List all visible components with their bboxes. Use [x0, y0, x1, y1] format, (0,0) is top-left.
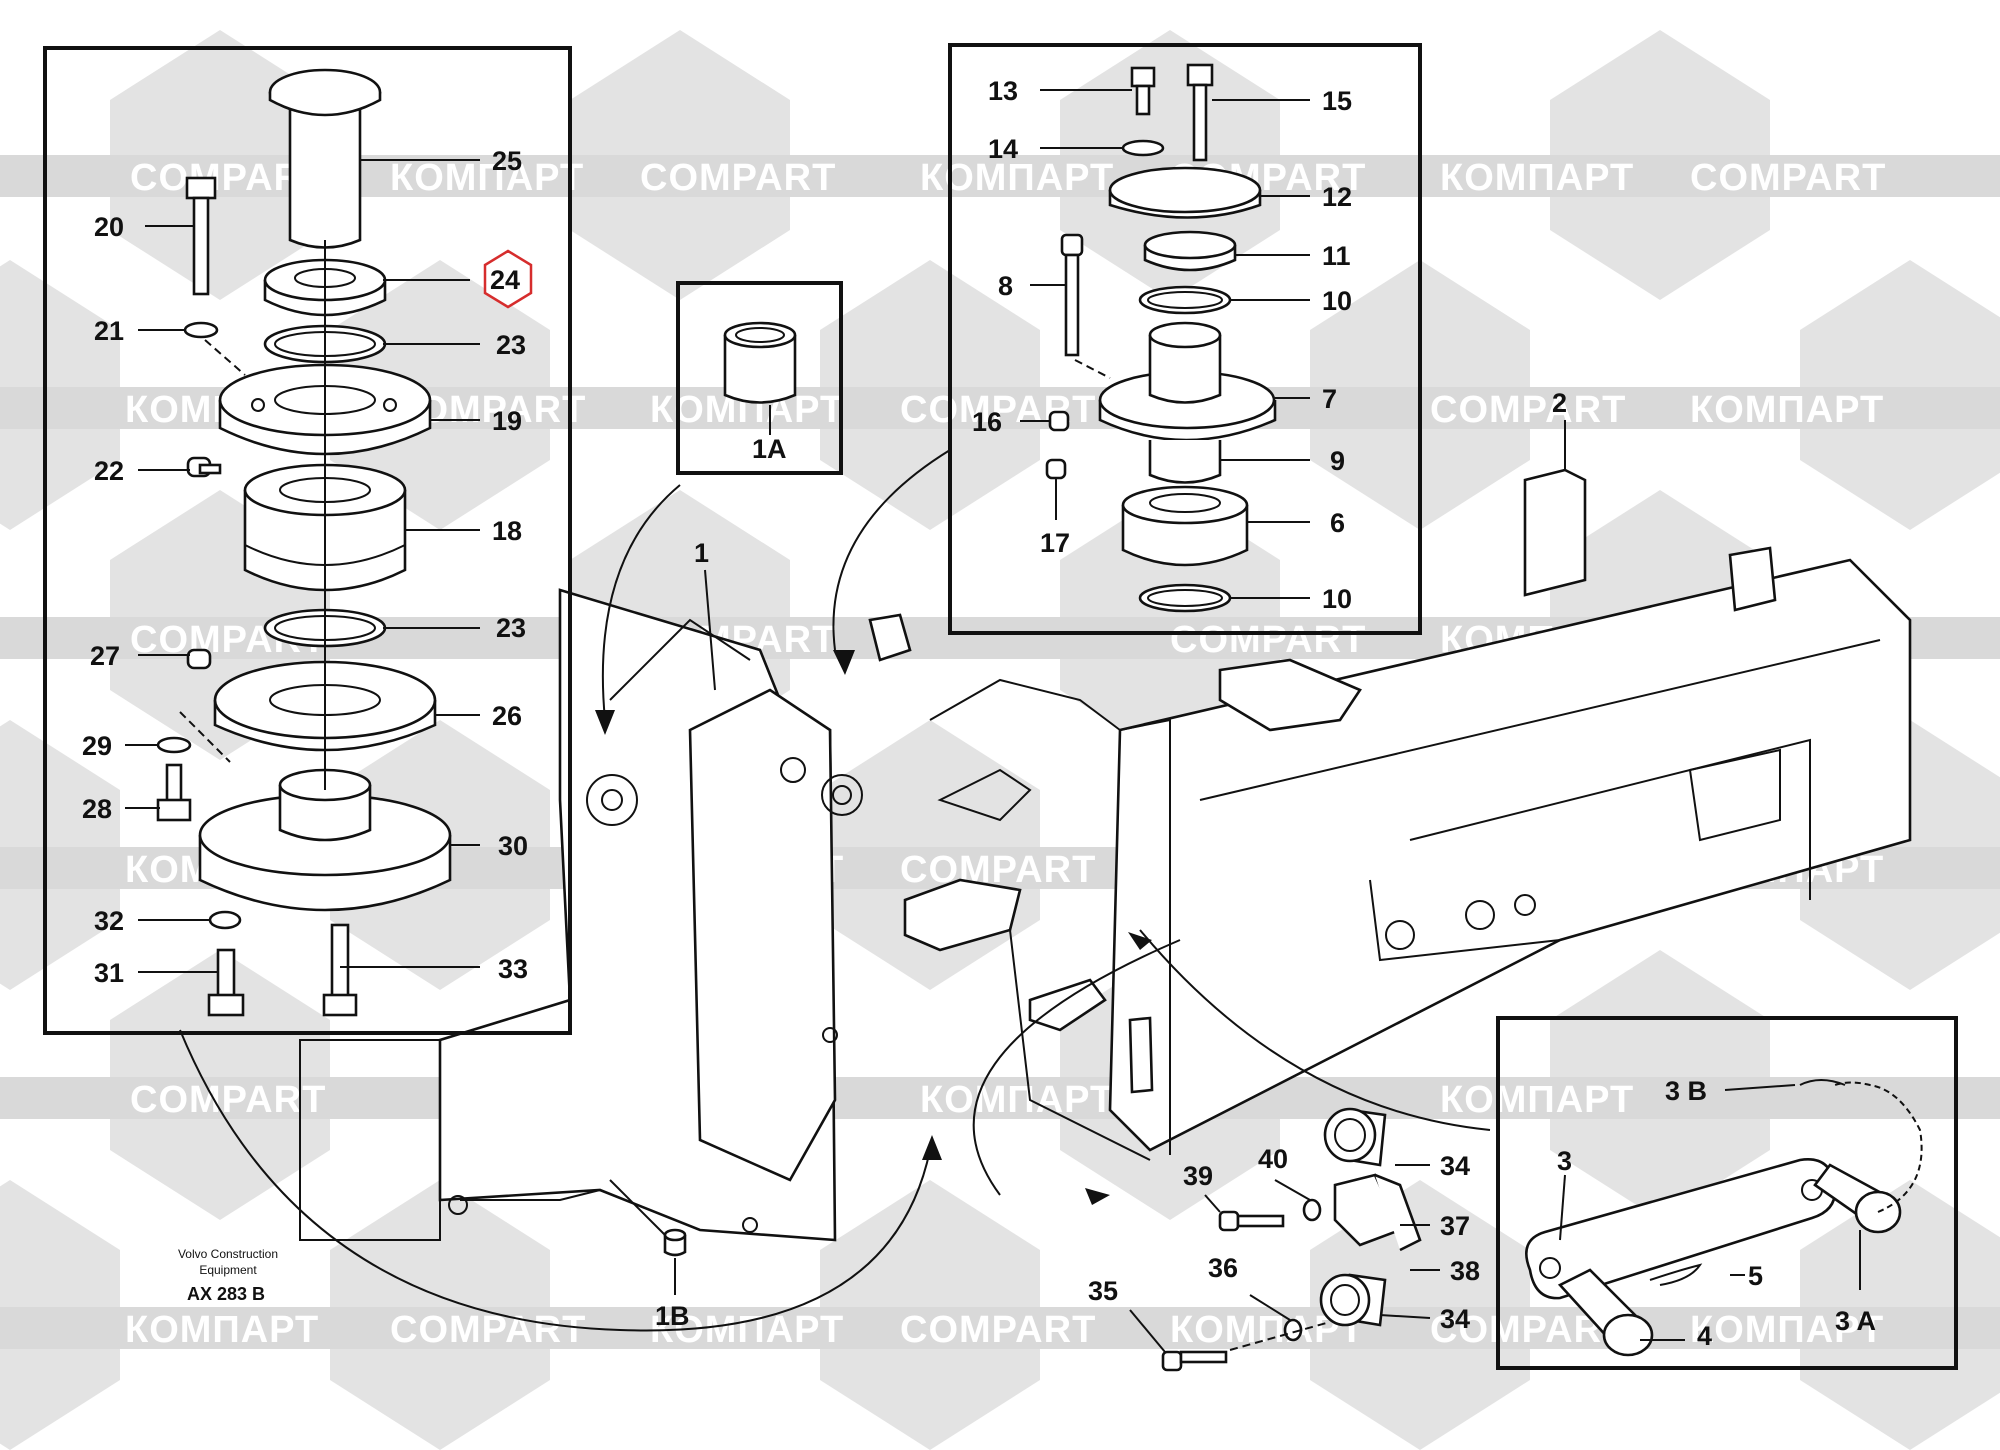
- callout-27: 27: [90, 641, 120, 671]
- center-axis: [179, 240, 326, 790]
- svg-text:КОМПАРТ: КОМПАРТ: [125, 1309, 319, 1351]
- callout-38: 38: [1450, 1256, 1480, 1286]
- callout-3b: 3 B: [1665, 1076, 1707, 1106]
- callout-18: 18: [492, 516, 522, 546]
- callout-34-lower: 34: [1440, 1304, 1470, 1334]
- callout-20: 20: [94, 212, 124, 242]
- svg-text:COMPART: COMPART: [900, 849, 1096, 891]
- bushing-1b: [663, 1228, 687, 1257]
- callout-23-lower: 23: [496, 613, 526, 643]
- callout-19: 19: [492, 406, 522, 436]
- callout-5: 5: [1748, 1261, 1763, 1291]
- svg-text:COMPART: COMPART: [640, 157, 836, 199]
- callout-29: 29: [82, 731, 112, 761]
- callout-28: 28: [82, 794, 112, 824]
- detail-box-left: 25 20 24 21 23 19 22 18 23 27 26 29 28 3…: [43, 46, 572, 1035]
- pin-25: [268, 68, 382, 249]
- highlight-hexagon: [483, 249, 533, 309]
- callout-22: 22: [94, 456, 124, 486]
- bolt-20: [183, 176, 219, 339]
- lower-parts-cluster: 39 40 34 37 38 36 35 34: [1088, 1107, 1480, 1372]
- svg-text:КОМПАРТ: КОМПАРТ: [920, 1079, 1114, 1121]
- callout-11: 11: [1322, 241, 1351, 271]
- svg-text:COMPART: COMPART: [1430, 389, 1626, 431]
- callout-1: 1: [694, 538, 709, 568]
- svg-text:COMPART: COMPART: [130, 1079, 326, 1121]
- svg-text:КОМПАРТ: КОМПАРТ: [1440, 1079, 1634, 1121]
- callout-3: 3: [1557, 1146, 1572, 1176]
- hub-30: [198, 768, 452, 912]
- bolt-28: [156, 736, 192, 822]
- callout-1b: 1B: [655, 1301, 690, 1331]
- callout-21: 21: [94, 316, 124, 346]
- detail-box-lower-right: 3 B 3 5 3 A 4: [1496, 1016, 1958, 1370]
- callout-35: 35: [1088, 1276, 1118, 1306]
- callout-30: 30: [498, 831, 528, 861]
- big-arcs: [179, 449, 1491, 1332]
- callout-34-upper: 34: [1440, 1151, 1470, 1181]
- callout-8: 8: [998, 271, 1013, 301]
- rear-frame-drawing: [868, 468, 1912, 1161]
- callout-15: 15: [1322, 86, 1352, 116]
- svg-text:COMPART: COMPART: [1690, 157, 1886, 199]
- caption-line-1: Volvo Construction: [178, 1247, 278, 1261]
- callout-3a: 3 A: [1835, 1306, 1876, 1336]
- svg-text:КОМПАРТ: КОМПАРТ: [1690, 1309, 1884, 1351]
- callout-39: 39: [1183, 1161, 1213, 1191]
- front-frame-drawing: [299, 588, 863, 1242]
- bolt-31-33: [207, 910, 358, 1017]
- bolt-27: [186, 648, 212, 670]
- watermark-layer: COMPART КОМПАРТ COMPART КОМПАРТ COMPART …: [0, 30, 2000, 1450]
- callout-10-lower: 10: [1322, 584, 1352, 614]
- callout-32: 32: [94, 906, 124, 936]
- svg-text:COMPART: COMPART: [900, 1309, 1096, 1351]
- svg-text:КОМПАРТ: КОМПАРТ: [1690, 389, 1884, 431]
- callout-13: 13: [988, 76, 1018, 106]
- callout-14: 14: [988, 134, 1018, 164]
- svg-text:КОМПАРТ: КОМПАРТ: [920, 157, 1114, 199]
- caption-block: Volvo Construction Equipment AX 283 B: [178, 1247, 278, 1304]
- svg-text:КОМПАРТ: КОМПАРТ: [390, 157, 584, 199]
- callout-16: 16: [972, 407, 1002, 437]
- callout-23-upper: 23: [496, 330, 526, 360]
- detail-box-1a: 1A: [676, 281, 843, 475]
- detail-box-upper-right: 13 15 14 12 11 8 10 7 16 9 17 6 10: [948, 43, 1422, 635]
- callout-6: 6: [1330, 508, 1345, 538]
- callout-10-upper: 10: [1322, 286, 1352, 316]
- drawing-code: AX 283 B: [187, 1284, 265, 1304]
- callout-33: 33: [498, 954, 528, 984]
- callout-17: 17: [1040, 528, 1070, 558]
- callout-37: 37: [1440, 1211, 1470, 1241]
- callout-36: 36: [1208, 1253, 1238, 1283]
- callout-9: 9: [1330, 446, 1345, 476]
- svg-text:COMPART: COMPART: [390, 1309, 586, 1351]
- caption-line-2: Equipment: [199, 1263, 257, 1277]
- callout-2: 2: [1552, 388, 1567, 418]
- callout-4: 4: [1697, 1321, 1712, 1351]
- frame-labels: 1 2 1B: [609, 388, 1567, 1331]
- svg-text:КОМПАРТ: КОМПАРТ: [1440, 157, 1634, 199]
- callout-1a: 1A: [752, 434, 787, 464]
- callout-24: 24: [490, 265, 520, 295]
- callout-26: 26: [492, 701, 522, 731]
- leaders-left: [125, 159, 480, 973]
- callout-7: 7: [1322, 384, 1337, 414]
- bolt-22: [186, 456, 222, 478]
- callout-12: 12: [1322, 182, 1352, 212]
- callout-40: 40: [1258, 1144, 1288, 1174]
- svg-text:COMPART: COMPART: [1170, 619, 1366, 661]
- callout-25: 25: [492, 146, 522, 176]
- callout-31: 31: [94, 958, 124, 988]
